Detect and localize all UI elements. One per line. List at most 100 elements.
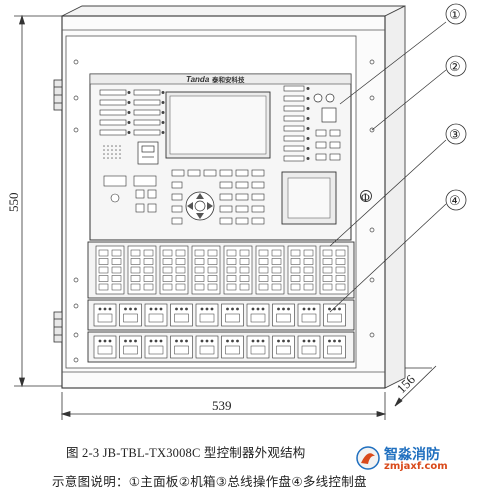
height-label: 550 xyxy=(6,193,21,213)
bus-key xyxy=(271,266,282,274)
multi-line-led xyxy=(287,307,290,311)
multi-line-key xyxy=(199,313,215,323)
bus-key xyxy=(130,249,141,257)
bus-key xyxy=(239,249,250,257)
bus-key xyxy=(303,275,314,282)
bus-key xyxy=(175,249,186,257)
multi-line-led xyxy=(287,339,290,343)
multi-line-module[interactable] xyxy=(195,335,219,359)
bus-key xyxy=(98,266,109,274)
width-label: 539 xyxy=(212,398,232,413)
control-buttons-right[interactable] xyxy=(315,129,341,161)
bus-key xyxy=(226,283,237,291)
multi-line-key xyxy=(174,345,189,355)
multi-line-led xyxy=(210,339,214,343)
bus-module[interactable] xyxy=(319,245,349,295)
multi-line-module[interactable] xyxy=(170,303,193,327)
bus-key xyxy=(271,275,282,282)
bus-key xyxy=(258,266,269,274)
multi-line-module[interactable] xyxy=(93,303,117,327)
bus-key xyxy=(226,249,237,257)
bus-key xyxy=(111,258,122,265)
multi-line-led xyxy=(200,339,204,343)
multi-line-led xyxy=(159,339,163,343)
bus-key xyxy=(335,275,346,282)
bus-key xyxy=(207,275,218,282)
multi-line-module[interactable] xyxy=(221,303,244,327)
secondary-screen xyxy=(281,171,337,225)
bus-module[interactable] xyxy=(223,245,253,295)
multi-line-key xyxy=(276,313,291,323)
bus-key xyxy=(207,283,218,291)
bus-key xyxy=(290,275,301,282)
multi-line-led xyxy=(108,307,112,311)
height-dimension xyxy=(14,14,62,388)
multi-line-module[interactable] xyxy=(144,335,168,359)
bus-module[interactable] xyxy=(255,245,285,295)
callout-3: ③ xyxy=(449,128,461,143)
multi-line-led xyxy=(185,339,188,343)
multi-line-key xyxy=(250,313,266,323)
bus-key xyxy=(271,249,282,257)
multi-line-module[interactable] xyxy=(119,335,142,359)
bus-module[interactable] xyxy=(191,245,221,295)
multi-line-led xyxy=(129,339,132,343)
watermark-url: zmjaxf.com xyxy=(384,461,448,472)
bus-key xyxy=(239,258,250,265)
bus-key xyxy=(322,249,333,257)
multi-line-module[interactable] xyxy=(297,335,321,359)
multi-line-module[interactable] xyxy=(170,335,193,359)
bus-key xyxy=(322,258,333,265)
multi-line-led xyxy=(256,339,260,343)
multi-line-led xyxy=(231,307,234,311)
bus-key xyxy=(207,266,218,274)
bus-key xyxy=(290,258,301,265)
multi-line-module[interactable] xyxy=(272,303,295,327)
bus-key xyxy=(194,275,205,282)
direction-pad[interactable] xyxy=(185,191,215,221)
multi-line-module[interactable] xyxy=(119,303,142,327)
door-hinge-upper xyxy=(53,79,63,111)
multi-line-module[interactable] xyxy=(195,303,219,327)
multi-line-module[interactable] xyxy=(323,335,346,359)
bus-key xyxy=(98,275,109,282)
figure-caption-title: 图 2-3 JB-TBL-TX3008C 型控制器外观结构 xyxy=(66,446,306,460)
multi-line-module[interactable] xyxy=(246,335,270,359)
multi-line-module[interactable] xyxy=(144,303,168,327)
multi-line-led xyxy=(154,339,158,343)
multi-line-module[interactable] xyxy=(272,335,295,359)
bus-module[interactable] xyxy=(159,245,189,295)
multi-line-key xyxy=(199,345,215,355)
bus-module[interactable] xyxy=(287,245,317,295)
door-lock-icon[interactable] xyxy=(360,190,372,202)
multi-line-key xyxy=(174,313,189,323)
bus-key xyxy=(111,275,122,282)
bus-key xyxy=(130,266,141,274)
brand-logo: Tanda xyxy=(186,75,210,84)
multi-line-module[interactable] xyxy=(246,303,270,327)
callout-markers xyxy=(445,3,467,211)
bus-key xyxy=(111,283,122,291)
lock-phi-label: Φ xyxy=(361,190,370,204)
multi-line-module[interactable] xyxy=(323,303,346,327)
multi-line-led xyxy=(185,307,188,311)
mode-switch-block[interactable] xyxy=(103,175,157,213)
multi-line-module[interactable] xyxy=(93,335,117,359)
bus-module[interactable] xyxy=(127,245,157,295)
bus-key xyxy=(335,283,346,291)
bus-key xyxy=(143,258,154,265)
bus-key xyxy=(162,266,173,274)
multi-line-led xyxy=(103,307,107,311)
multi-line-led xyxy=(302,307,306,311)
multi-line-led xyxy=(251,339,255,343)
bus-module[interactable] xyxy=(95,245,125,295)
bus-key xyxy=(143,249,154,257)
figure-caption-legend: 示意图说明：①主面板②机箱③总线操作盘④多线控制盘 xyxy=(52,474,367,489)
key-switch[interactable] xyxy=(313,93,337,123)
multi-line-module[interactable] xyxy=(297,303,321,327)
keypad[interactable] xyxy=(171,169,265,225)
multi-line-led xyxy=(236,307,239,311)
multi-line-key xyxy=(148,313,164,323)
multi-line-module[interactable] xyxy=(221,335,244,359)
bus-key xyxy=(130,275,141,282)
